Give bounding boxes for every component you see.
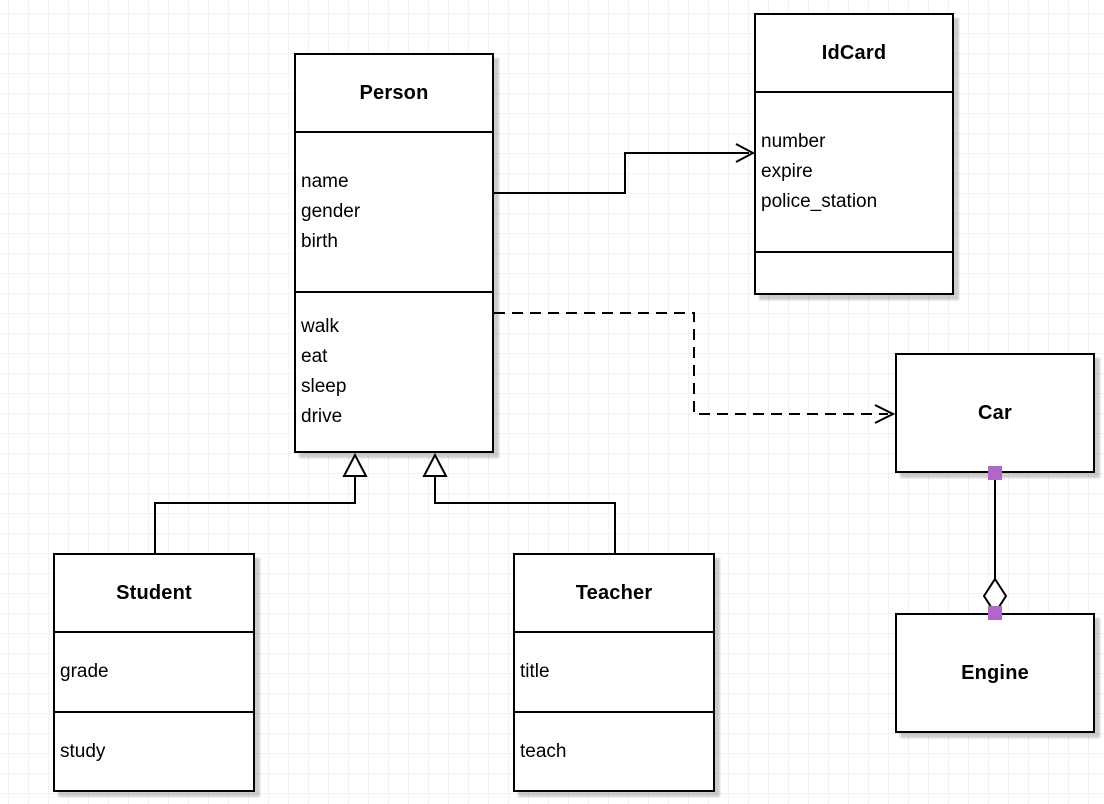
open-arrowhead-icon <box>875 405 893 423</box>
class-engine[interactable]: Engine <box>895 613 1095 733</box>
attribute: number <box>761 131 826 152</box>
method: drive <box>301 406 343 427</box>
class-student-attributes: grade <box>55 631 253 711</box>
class-student-title: Student <box>116 581 192 604</box>
edge-student-person[interactable] <box>155 455 366 553</box>
attribute: grade <box>60 661 109 682</box>
method: walk <box>301 316 340 337</box>
hollow-triangle-icon <box>344 455 366 476</box>
hollow-diamond-icon <box>984 579 1006 613</box>
open-arrowhead-icon <box>736 144 753 162</box>
method: eat <box>301 346 328 367</box>
class-teacher[interactable]: Teacher title teach <box>513 553 715 792</box>
hollow-triangle-icon <box>424 455 446 476</box>
class-person-methods: walk eat sleep drive <box>296 291 492 451</box>
class-idcard-attributes: number expire police_station <box>756 91 952 251</box>
class-engine-title: Engine <box>961 661 1029 684</box>
attribute: gender <box>301 201 361 222</box>
method: sleep <box>301 376 347 397</box>
attribute: police_station <box>761 191 878 212</box>
edge-person-idcard[interactable] <box>494 144 753 193</box>
class-student-methods: study <box>55 711 253 790</box>
class-car-title: Car <box>978 401 1012 424</box>
attribute: title <box>520 661 550 682</box>
class-person-attributes: name gender birth <box>296 131 492 291</box>
edge-car-engine[interactable] <box>984 466 1006 620</box>
attribute: birth <box>301 231 338 252</box>
attribute: name <box>301 171 349 192</box>
edge-teacher-person[interactable] <box>424 455 615 553</box>
class-person-title: Person <box>359 81 429 104</box>
class-person[interactable]: Person name gender birth walk eat sleep … <box>294 53 494 453</box>
class-idcard-title: IdCard <box>821 41 887 64</box>
edge-person-car[interactable] <box>494 313 893 423</box>
class-teacher-title: Teacher <box>575 581 653 604</box>
class-car[interactable]: Car <box>895 353 1095 473</box>
method: teach <box>520 740 567 762</box>
class-idcard[interactable]: IdCard number expire police_station <box>754 13 954 295</box>
class-student[interactable]: Student grade study <box>53 553 255 792</box>
class-idcard-methods <box>756 251 952 293</box>
class-teacher-attributes: title <box>515 631 713 711</box>
method: study <box>60 740 106 762</box>
class-teacher-methods: teach <box>515 711 713 790</box>
attribute: expire <box>761 161 813 182</box>
